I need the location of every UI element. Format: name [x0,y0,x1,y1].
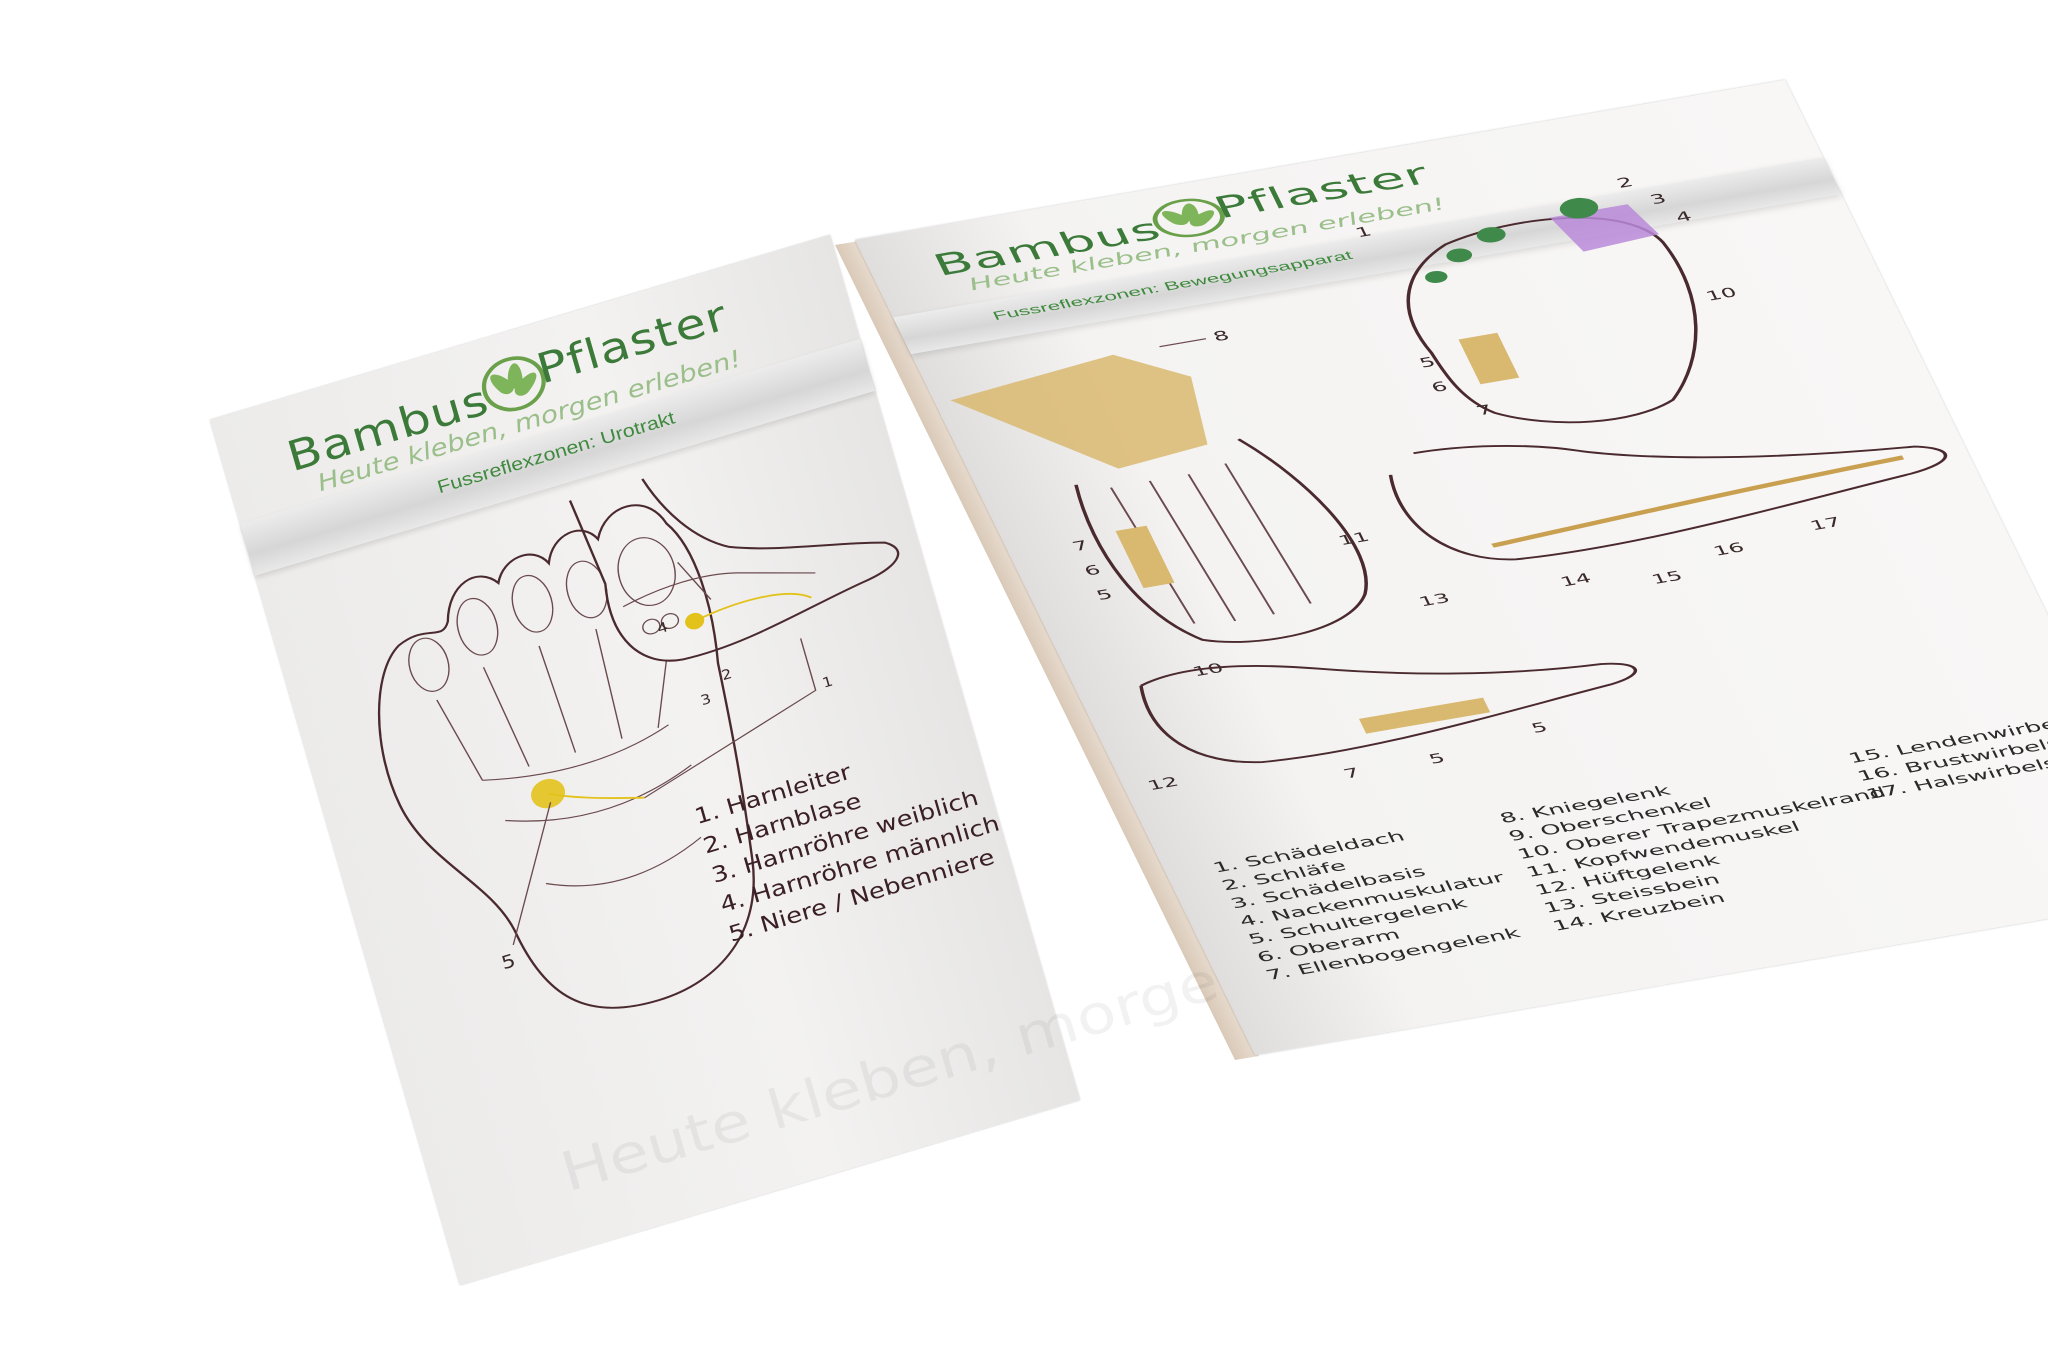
label-17: 17 [1807,514,1844,534]
label-13: 13 [1416,590,1453,610]
label-12: 12 [1145,774,1182,794]
shoulder-zone [1458,332,1520,385]
arm-zone [1359,697,1491,734]
label-10b: 10 [1703,284,1740,304]
temple-zone [1559,197,1599,219]
musculoskeletal-foot-diagram: 8 7 6 5 10 11 1 2 3 4 5 6 7 [950,174,1948,794]
label-14: 14 [1557,570,1594,590]
label-5: 5 [499,950,518,974]
side-foot-outline [568,478,900,662]
kidney-zone [531,778,566,809]
label-6a: 6 [1081,562,1103,579]
right-page: Bambus Pflaster Heute kleben, morgen erl… [855,79,2048,1056]
label-3: 3 [1647,190,1669,207]
label-4: 4 [655,619,669,638]
label-2: 2 [1614,174,1636,191]
urotract-foot-diagram: 5 4 2 3 1 [377,478,900,1009]
label-8: 8 [1210,327,1232,344]
label-7a: 7 [1069,537,1091,554]
label-5a: 5 [1093,586,1115,603]
sole-outline [377,504,755,1009]
label-4: 4 [1673,208,1695,225]
label-7c: 7 [1341,765,1363,782]
label-11: 11 [1335,529,1372,549]
label-10a: 10 [1190,660,1227,680]
label-3: 3 [699,690,713,709]
spine-zone [1491,455,1905,548]
label-7b: 7 [1473,401,1495,418]
label-2: 2 [719,665,733,684]
label-16: 16 [1710,539,1747,559]
shoulder-arm-zone [1115,525,1175,589]
label-1: 1 [820,673,834,692]
knee-zone [950,354,1208,469]
label-15: 15 [1649,568,1686,588]
label-5b: 5 [1416,354,1438,371]
label-5c: 5 [1426,750,1448,767]
label-1: 1 [1352,223,1374,240]
label-6b: 6 [1428,378,1450,395]
label-5d: 5 [1528,719,1550,736]
left-page: Bambus Pflaster Heute kleben, morgen erl… [210,235,1545,1285]
